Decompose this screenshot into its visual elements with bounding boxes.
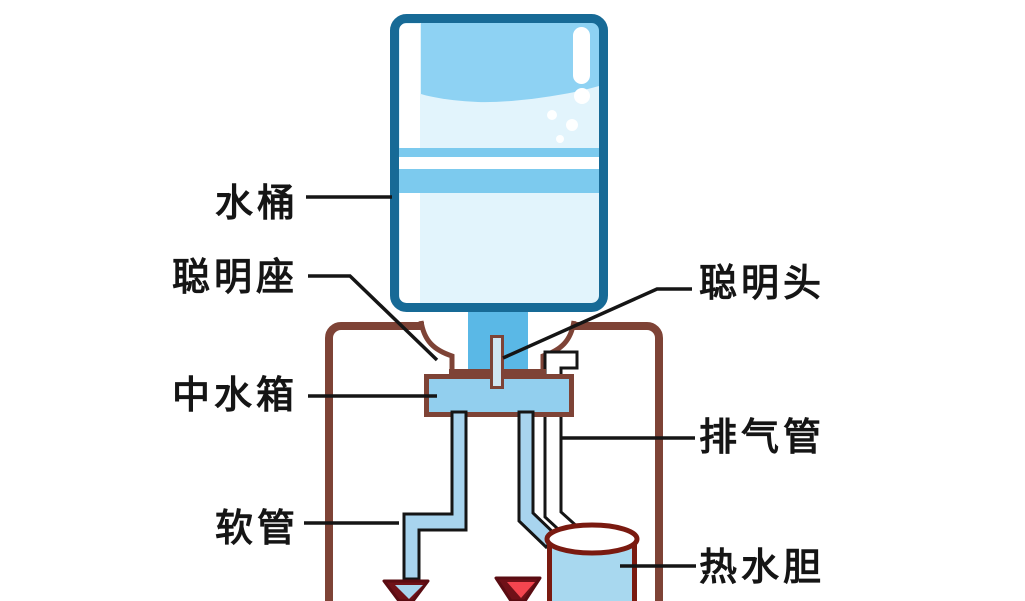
label-middle-water-tank: 中水箱: [172, 375, 298, 417]
label-exhaust-pipe: 排气管: [699, 417, 825, 459]
water-bucket: [390, 14, 608, 312]
highlight-shine: [547, 27, 590, 143]
hot-water-tank: [544, 522, 640, 601]
soft-tube: [402, 410, 468, 581]
smart-head: [490, 335, 504, 389]
cold-water-valve: [382, 579, 430, 601]
label-hot-water-tank: 热水胆: [699, 547, 825, 589]
hot-water-valve: [494, 576, 542, 601]
leader-line-smart-seat: [308, 274, 439, 362]
leader-line-smart-head: [502, 287, 692, 360]
label-smart-head: 聪明头: [699, 263, 825, 305]
label-soft-tube: 软管: [215, 508, 299, 550]
label-water-bucket: 水桶: [215, 183, 299, 225]
label-smart-seat: 聪明座: [172, 257, 298, 299]
